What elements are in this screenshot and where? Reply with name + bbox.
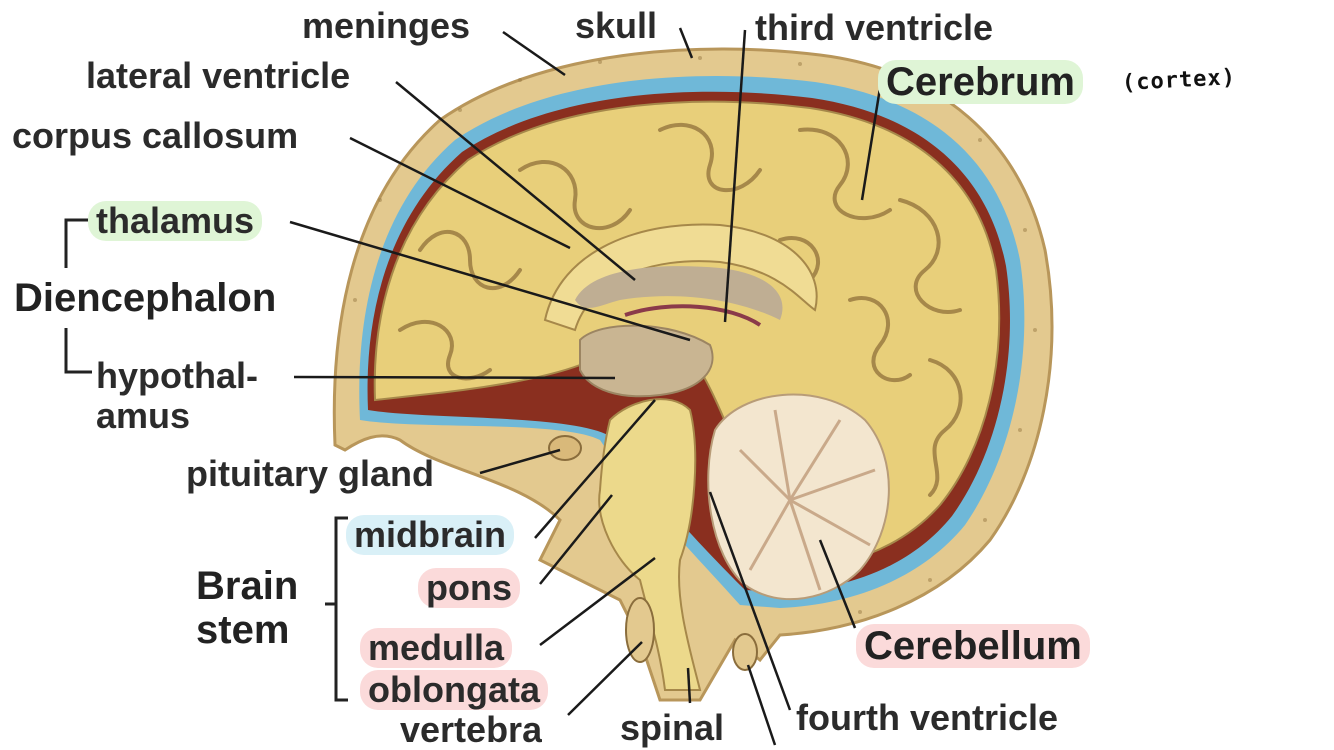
leader-lateral-ventricle <box>395 81 636 281</box>
leader-corpus-callosum <box>349 136 571 250</box>
leader-cerebrum <box>860 87 882 201</box>
label-thalamus: thalamus <box>88 201 263 241</box>
leader-meninges <box>502 30 566 77</box>
label-fourth-ventricle: fourth ventricle <box>796 697 1059 738</box>
label-vertebra: vertebra <box>400 710 543 750</box>
label-spinal: spinal <box>620 708 725 748</box>
label-oblongata: oblongata <box>360 670 548 710</box>
leader-pituitary <box>479 448 561 475</box>
label-cerebrum: Cerebrum <box>878 60 1083 104</box>
fornix-shape <box>624 304 762 327</box>
lateral-ventricle-shape <box>575 266 783 320</box>
vertebra-shape-left <box>625 597 655 663</box>
label-lateral-ventricle: lateral ventricle <box>86 55 351 96</box>
leader-medulla <box>539 557 656 646</box>
leader-vertebra <box>567 641 643 716</box>
label-diencephalon: Diencephalon <box>14 276 277 320</box>
vertebra-shape-right <box>732 633 758 671</box>
label-corpus-callosum: corpus callosum <box>12 115 299 156</box>
label-brain-stem-line1: Brain <box>196 564 299 608</box>
label-midbrain: midbrain <box>346 515 515 555</box>
leader-fourth-ventricle <box>708 491 792 711</box>
diencephalon-shape <box>579 324 714 398</box>
leader-midbrain <box>534 399 656 539</box>
label-hypothalamus-line1: hypothal- <box>96 355 258 396</box>
label-hypothalamus-line2: amus <box>96 395 191 436</box>
leader-thalamus <box>289 220 691 342</box>
label-third-ventricle: third ventricle <box>755 7 994 48</box>
label-brain-stem-line2: stem <box>196 608 290 652</box>
leader-vertebra-right <box>746 664 777 746</box>
leader-skull <box>678 27 694 59</box>
brainstem-shape <box>598 398 702 691</box>
leader-spinal <box>686 667 692 704</box>
label-meninges: meninges <box>302 5 471 46</box>
label-pons: pons <box>418 568 520 608</box>
arbor-vitae <box>738 409 876 591</box>
label-pituitary-gland: pituitary gland <box>186 453 435 494</box>
label-medulla: medulla <box>360 628 513 668</box>
bracket-lines <box>64 218 348 702</box>
label-cerebellum: Cerebellum <box>856 624 1090 668</box>
leader-pons <box>539 494 613 585</box>
pituitary-shape <box>548 435 582 461</box>
leader-cerebellum <box>818 539 857 629</box>
leader-hypothalamus <box>293 375 616 380</box>
leader-lines <box>289 27 882 746</box>
label-skull: skull <box>575 5 658 46</box>
leader-third-ventricle <box>723 29 747 323</box>
